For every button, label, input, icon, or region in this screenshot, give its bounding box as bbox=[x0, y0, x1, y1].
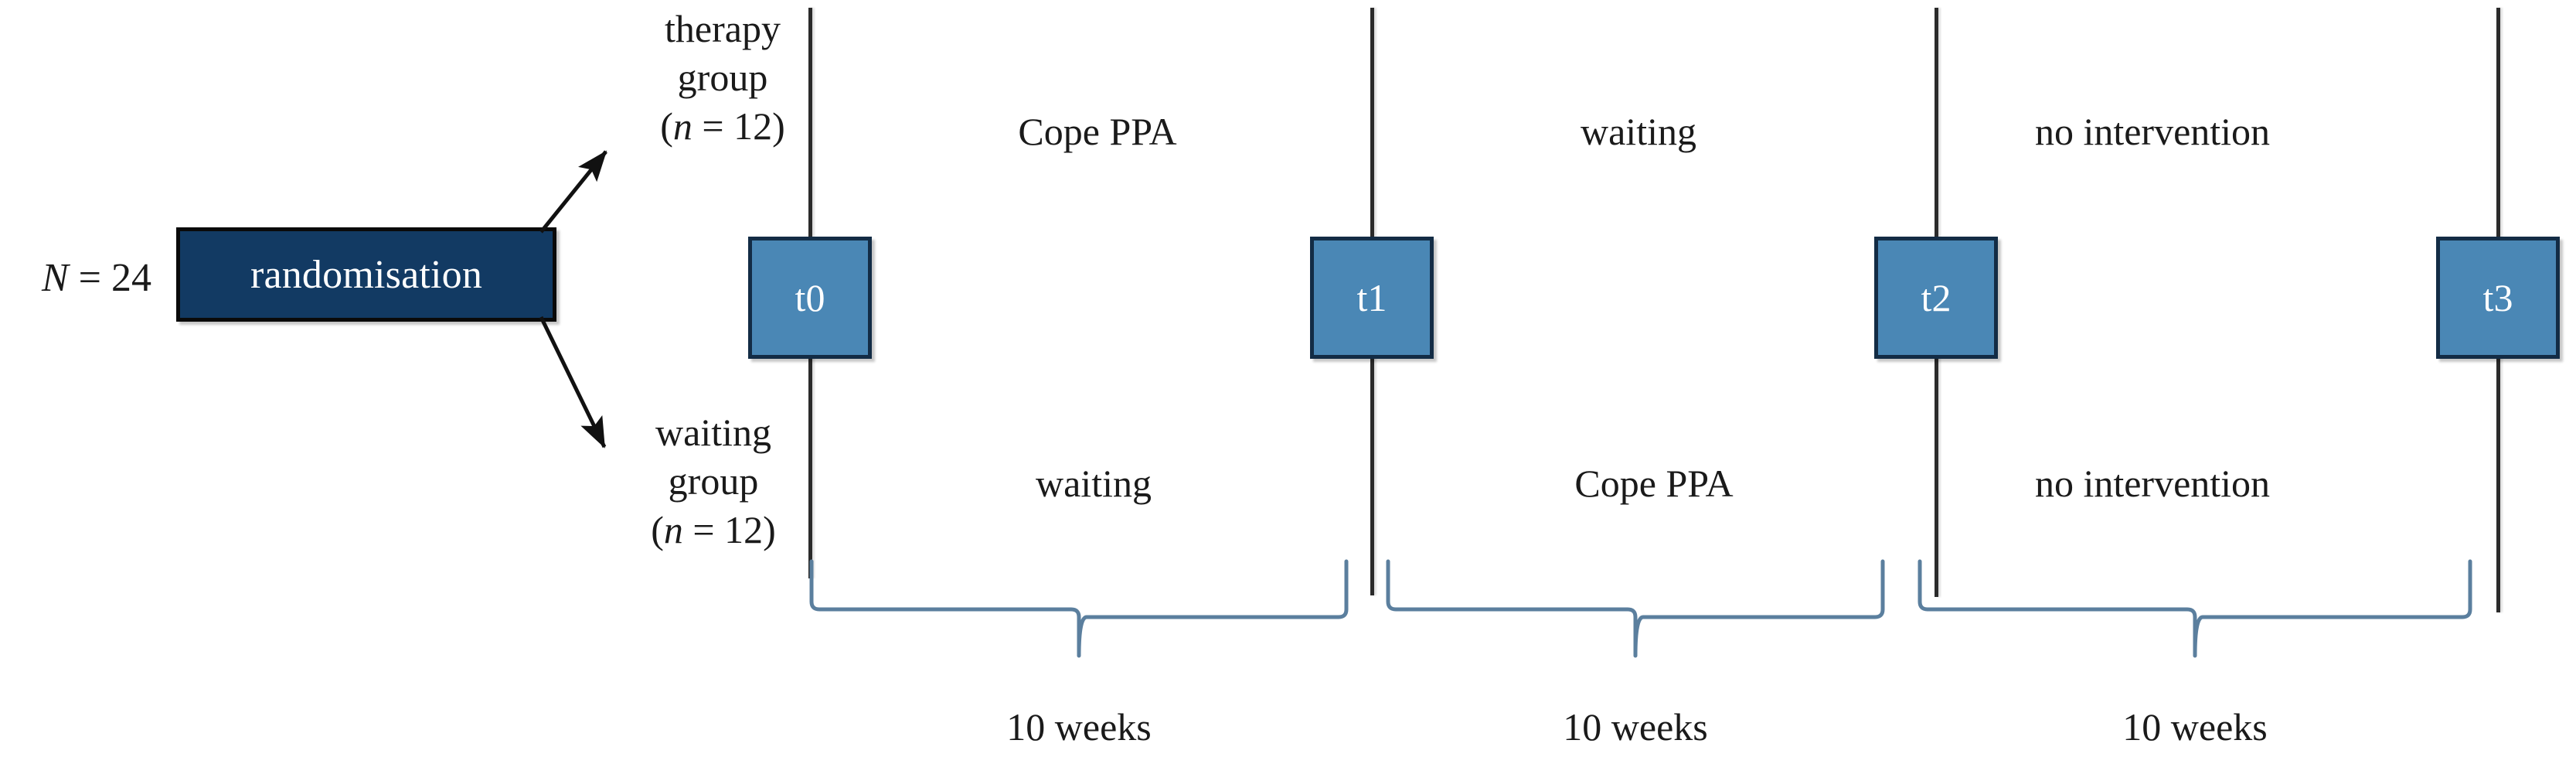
duration-brace-t0-t1 bbox=[808, 558, 1349, 659]
therapy-group-n: (n = 12) bbox=[611, 102, 835, 151]
timepoint-box-t3: t3 bbox=[2436, 237, 2560, 359]
timepoint-label-t1: t1 bbox=[1356, 276, 1387, 319]
n-symbol-therapy: n bbox=[672, 104, 692, 148]
waiting-group-line2: group bbox=[668, 459, 759, 503]
n-symbol-waiting: n bbox=[663, 508, 683, 551]
duration-label-t2-t3: 10 weeks bbox=[2122, 705, 2268, 749]
duration-label-t1-t2: 10 weeks bbox=[1563, 705, 1708, 749]
paren-open: ( bbox=[660, 104, 673, 148]
duration-label-t0-t1: 10 weeks bbox=[1006, 705, 1152, 749]
arrow-to-therapy-group bbox=[539, 150, 607, 234]
phase-label-waiting-t1-t2: Cope PPA bbox=[1574, 462, 1734, 505]
phase-label-waiting-t2-t3: no intervention bbox=[2034, 462, 2271, 505]
timepoint-box-t1: t1 bbox=[1310, 237, 1434, 359]
waiting-group-n: (n = 12) bbox=[601, 506, 825, 554]
therapy-group-line2: group bbox=[677, 56, 768, 99]
timepoint-label-t0: t0 bbox=[795, 276, 825, 319]
therapy-group-label: therapy group (n = 12) bbox=[611, 5, 835, 151]
arrow-to-waiting-group bbox=[539, 315, 607, 449]
duration-brace-t1-t2 bbox=[1385, 558, 1886, 659]
waiting-group-label: waiting group (n = 12) bbox=[601, 408, 825, 554]
waiting-group-line1: waiting bbox=[655, 411, 771, 454]
timepoint-label-t3: t3 bbox=[2482, 276, 2513, 319]
randomisation-label: randomisation bbox=[250, 252, 483, 297]
phase-label-therapy-t2-t3: no intervention bbox=[2034, 110, 2271, 153]
n-symbol: N bbox=[41, 256, 69, 300]
timepoint-box-t2: t2 bbox=[1874, 237, 1998, 359]
duration-brace-t2-t3 bbox=[1917, 558, 2473, 659]
paren-open: ( bbox=[651, 508, 664, 551]
timepoint-box-t0: t0 bbox=[748, 237, 872, 359]
timepoint-label-t2: t2 bbox=[1921, 276, 1952, 319]
randomisation-box: randomisation bbox=[176, 227, 556, 322]
therapy-group-line1: therapy bbox=[665, 7, 781, 50]
phase-label-therapy-t1-t2: waiting bbox=[1581, 110, 1696, 153]
n-value-therapy: = 12) bbox=[692, 104, 785, 148]
phase-label-therapy-t0-t1: Cope PPA bbox=[1018, 110, 1177, 153]
n-value-waiting: = 12) bbox=[682, 508, 776, 551]
n-value: = 24 bbox=[68, 256, 151, 300]
phase-label-waiting-t0-t1: waiting bbox=[1036, 462, 1152, 505]
total-sample-size-label: N = 24 bbox=[23, 255, 170, 302]
